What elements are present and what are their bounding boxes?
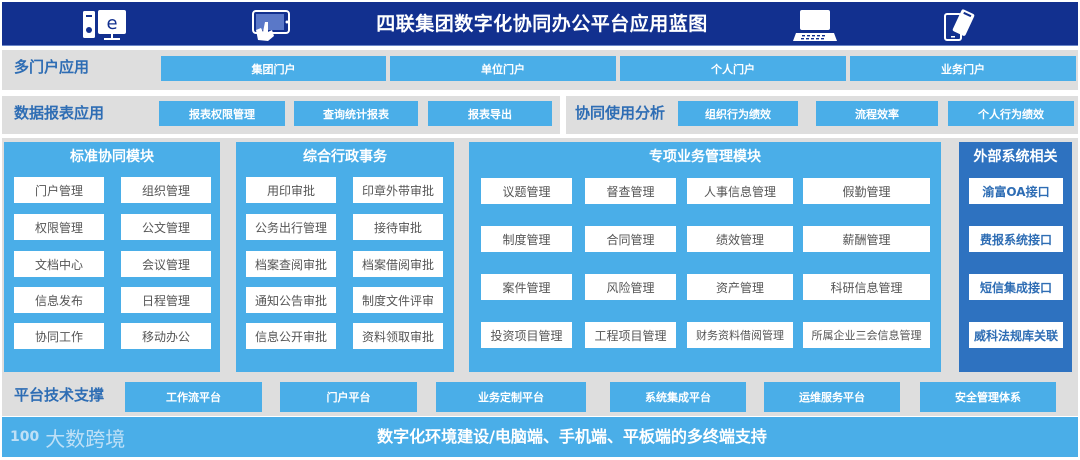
report-row: 数据报表应用 报表权限管理 查询统计报表 报表导出 (2, 96, 560, 134)
module-item-topic-mgmt[interactable]: 议题管理 (481, 178, 572, 204)
module-item-mobile-office[interactable]: 移动办公 (121, 323, 211, 349)
module-item-supervision-mgmt[interactable]: 督查管理 (585, 178, 676, 204)
platform-security-button[interactable]: 安全管理体系 (920, 382, 1056, 412)
module-item-archive-view-approval[interactable]: 档案查阅审批 (246, 251, 336, 277)
platform-system-integration-button[interactable]: 系统集成平台 (610, 382, 746, 412)
external-item-yufu-oa-interface[interactable]: 渝富OA接口 (969, 178, 1063, 204)
platform-business-custom-button[interactable]: 业务定制平台 (436, 382, 586, 412)
module-item-document-mgmt[interactable]: 公文管理 (121, 214, 211, 240)
portal-group-button[interactable]: 集团门户 (161, 56, 386, 81)
module-item-salary-mgmt[interactable]: 薪酬管理 (803, 226, 930, 252)
module-item-info-disclosure-approval[interactable]: 信息公开审批 (246, 323, 336, 349)
brand-watermark: 100 大数跨境 (10, 421, 125, 453)
external-item-sms-interface[interactable]: 短信集成接口 (969, 274, 1063, 300)
standard-module-title: 标准协同模块 (70, 149, 154, 165)
svg-text:e: e (106, 13, 117, 34)
analysis-row-label: 协同使用分析 (575, 104, 666, 122)
external-module-title: 外部系统相关 (973, 149, 1058, 165)
report-export-button[interactable]: 报表导出 (428, 101, 552, 126)
module-item-policy-review[interactable]: 制度文件评审 (353, 287, 443, 313)
module-item-org-mgmt[interactable]: 组织管理 (121, 177, 211, 203)
module-item-engineering-project-mgmt[interactable]: 工程项目管理 (585, 322, 676, 348)
module-item-finance-doc-borrow-mgmt[interactable]: 财务资料借阅管理 (687, 322, 793, 348)
module-item-doc-center[interactable]: 文档中心 (14, 251, 104, 277)
module-item-risk-mgmt[interactable]: 风险管理 (585, 274, 676, 300)
admin-module-panel: 综合行政事务 用印审批 印章外带审批 公务出行管理 接待审批 档案查阅审批 档案… (236, 142, 454, 372)
module-item-notice-approval[interactable]: 通知公告审批 (246, 287, 336, 313)
external-item-expense-system-interface[interactable]: 费报系统接口 (969, 226, 1063, 252)
external-module-panel: 外部系统相关 渝富OA接口 费报系统接口 短信集成接口 威科法规库关联 (959, 142, 1072, 372)
platform-row-label: 平台技术支撑 (14, 386, 105, 404)
laptop-icon (793, 10, 837, 41)
external-item-wolters-kluwer-link[interactable]: 威科法规库关联 (969, 322, 1063, 348)
module-item-seal-takeout-approval[interactable]: 印章外带审批 (353, 177, 443, 203)
analysis-row: 协同使用分析 组织行为绩效 流程效率 个人行为绩效 (566, 96, 1078, 134)
module-item-contract-mgmt[interactable]: 合同管理 (585, 226, 676, 252)
mobile-devices-icon (944, 9, 975, 41)
analysis-personal-performance-button[interactable]: 个人行为绩效 (948, 101, 1074, 126)
portal-row: 多门户应用 集团门户 单位门户 个人门户 业务门户 (2, 50, 1078, 90)
module-item-material-collect-approval[interactable]: 资料领取审批 (353, 323, 443, 349)
footer-text: 数字化环境建设/电脑端、手机端、平板端的多终端支持 (377, 427, 767, 446)
page-title: 四联集团数字化协同办公平台应用蓝图 (376, 13, 708, 35)
module-item-research-info-mgmt[interactable]: 科研信息管理 (803, 274, 930, 300)
platform-ops-service-button[interactable]: 运维服务平台 (764, 382, 900, 412)
business-module-title: 专项业务管理模块 (649, 149, 761, 165)
module-item-business-travel[interactable]: 公务出行管理 (246, 214, 336, 240)
module-item-collab-work[interactable]: 协同工作 (14, 323, 104, 349)
module-item-asset-mgmt[interactable]: 资产管理 (687, 274, 793, 300)
module-item-archive-borrow-approval[interactable]: 档案借阅审批 (353, 251, 443, 277)
footer-banner: 100 大数跨境 数字化环境建设/电脑端、手机端、平板端的多终端支持 (2, 417, 1078, 457)
platform-portal-button[interactable]: 门户平台 (280, 382, 417, 412)
platform-row: 平台技术支撑 工作流平台 门户平台 业务定制平台 系统集成平台 运维服务平台 安… (2, 378, 1078, 416)
analysis-org-performance-button[interactable]: 组织行为绩效 (678, 101, 798, 126)
module-item-permission-mgmt[interactable]: 权限管理 (14, 214, 104, 240)
module-item-meeting-mgmt[interactable]: 会议管理 (121, 251, 211, 277)
header-banner: e 四联集团数字化协同办公平台应用蓝图 (2, 2, 1078, 46)
portal-business-button[interactable]: 业务门户 (850, 56, 1076, 81)
module-item-performance-mgmt[interactable]: 绩效管理 (687, 226, 793, 252)
report-query-button[interactable]: 查询统计报表 (294, 101, 418, 126)
standard-module-panel: 标准协同模块 门户管理 组织管理 权限管理 公文管理 文档中心 会议管理 信息发… (4, 142, 220, 372)
business-module-panel: 专项业务管理模块 议题管理 督查管理 人事信息管理 假勤管理 制度管理 合同管理… (469, 142, 941, 372)
touch-tablet-icon (252, 10, 290, 41)
module-item-investment-project-mgmt[interactable]: 投资项目管理 (481, 322, 572, 348)
brand-logo-icon: 100 (10, 429, 40, 445)
module-item-reception-approval[interactable]: 接待审批 (353, 214, 443, 240)
analysis-process-efficiency-button[interactable]: 流程效率 (816, 101, 938, 126)
desktop-computer-icon: e (83, 10, 126, 40)
module-item-case-mgmt[interactable]: 案件管理 (481, 274, 572, 300)
module-item-policy-mgmt[interactable]: 制度管理 (481, 226, 572, 252)
module-item-seal-approval[interactable]: 用印审批 (246, 177, 336, 203)
module-item-hr-info-mgmt[interactable]: 人事信息管理 (687, 178, 793, 204)
portal-row-label: 多门户应用 (14, 58, 90, 76)
module-item-portal-mgmt[interactable]: 门户管理 (14, 177, 104, 203)
module-item-subsidiary-meetings-mgmt[interactable]: 所属企业三会信息管理 (803, 322, 930, 348)
admin-module-title: 综合行政事务 (303, 149, 387, 165)
module-item-schedule-mgmt[interactable]: 日程管理 (121, 287, 211, 313)
report-row-label: 数据报表应用 (14, 104, 105, 122)
portal-unit-button[interactable]: 单位门户 (390, 56, 616, 81)
portal-personal-button[interactable]: 个人门户 (620, 56, 846, 81)
module-item-info-publish[interactable]: 信息发布 (14, 287, 104, 313)
report-permission-button[interactable]: 报表权限管理 (159, 101, 285, 126)
module-item-leave-mgmt[interactable]: 假勤管理 (803, 178, 930, 204)
platform-workflow-button[interactable]: 工作流平台 (125, 382, 262, 412)
brand-name: 大数跨境 (45, 426, 126, 451)
